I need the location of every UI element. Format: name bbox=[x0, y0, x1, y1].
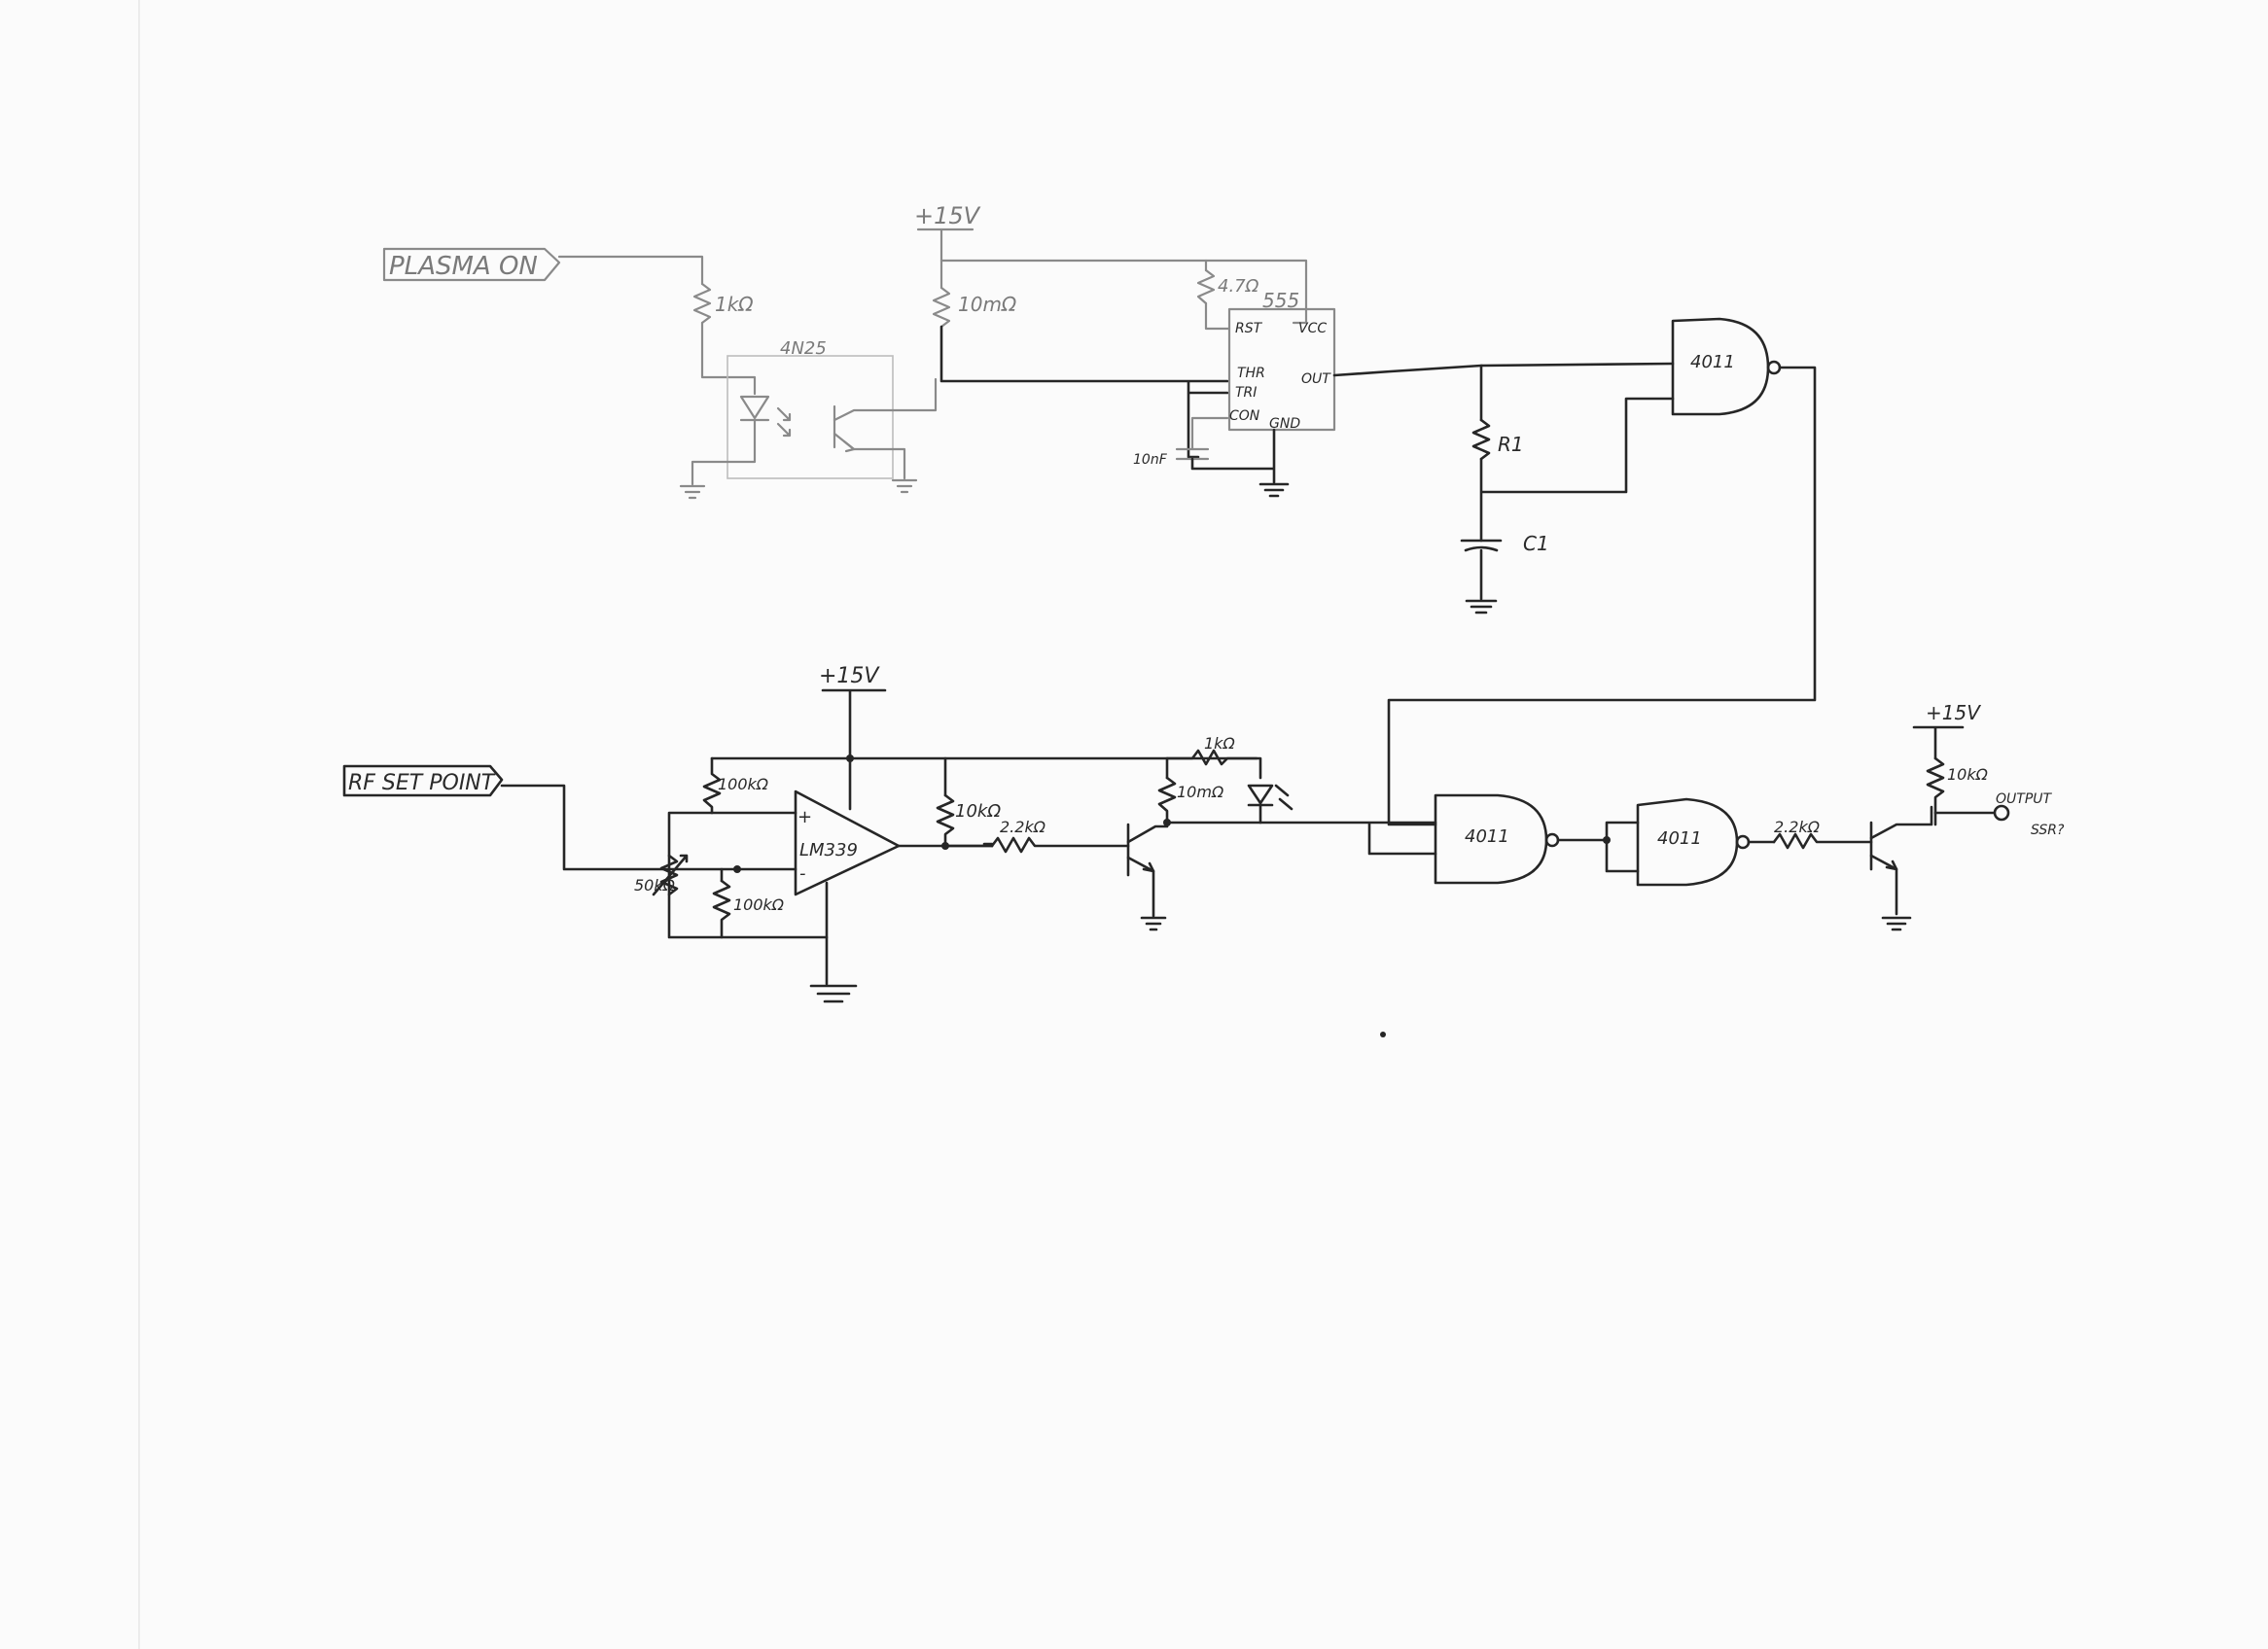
resistor-100k-top: 100kΩ bbox=[702, 756, 769, 815]
nand-gate-4011-right: 4011 bbox=[1636, 797, 1751, 887]
timer-output-wire bbox=[1332, 362, 1675, 377]
pin-out-label: OUT bbox=[1301, 371, 1331, 387]
ground-transistor-output bbox=[1881, 916, 1912, 931]
resistor-4-7-label: 4.7Ω bbox=[1218, 276, 1259, 297]
led-indicator bbox=[1247, 784, 1293, 824]
rf-set-point-label: RF SET POINT bbox=[348, 771, 496, 795]
ground-c1 bbox=[1465, 599, 1498, 614]
top-rail-wire bbox=[939, 259, 1308, 325]
stray-pen-mark bbox=[1380, 1032, 1386, 1037]
comparator-minus-label: - bbox=[799, 863, 806, 884]
pin-con-label: CON bbox=[1229, 408, 1260, 424]
junction-dot-rail bbox=[846, 754, 854, 762]
nand-gate-4011-middle: 4011 bbox=[1434, 793, 1560, 885]
power-15v-top: +15V bbox=[914, 202, 981, 263]
ic-555-label: 555 bbox=[1262, 289, 1299, 312]
resistor-100k-bottom: 100kΩ bbox=[712, 879, 785, 939]
resistor-2-2k-b-label: 2.2kΩ bbox=[1774, 818, 1821, 836]
pin-thr-label: THR bbox=[1237, 366, 1265, 381]
resistor-2-2k-a-label: 2.2kΩ bbox=[1000, 818, 1046, 836]
pin-vcc-label: VCC bbox=[1298, 321, 1327, 336]
resistor-10k-mid: 10kΩ bbox=[936, 793, 1001, 848]
rst-wire bbox=[1204, 301, 1231, 331]
resistor-10k-output: 10kΩ bbox=[1926, 756, 1989, 826]
resistor-r1: R1 bbox=[1471, 418, 1524, 461]
junction-dot-nand2 bbox=[1603, 836, 1611, 844]
ground-opto-led bbox=[679, 484, 706, 500]
resistor-10k-output-label: 10kΩ bbox=[1947, 765, 1989, 784]
pin-tri-label: TRI bbox=[1235, 385, 1257, 401]
comparator-label: LM339 bbox=[799, 840, 858, 860]
r1-c1-wire bbox=[1479, 397, 1675, 543]
capacitor-10nf-label: 10nF bbox=[1133, 452, 1168, 468]
potentiometer-50k-label: 50kΩ bbox=[634, 876, 676, 895]
comparator-plus-label: + bbox=[797, 807, 812, 827]
power-15v-output-label: +15V bbox=[1926, 701, 1981, 724]
feedback-wire bbox=[1387, 366, 1817, 826]
optocoupler-label: 4N25 bbox=[780, 338, 827, 359]
power-15v-top-label: +15V bbox=[914, 202, 981, 229]
resistor-10k-mid-label: 10kΩ bbox=[955, 801, 1001, 822]
power-15v-output: +15V bbox=[1912, 701, 1981, 760]
resistor-100k-top-label: 100kΩ bbox=[718, 775, 769, 793]
cap-ground-wire bbox=[1190, 428, 1276, 484]
capacitor-c1: C1 bbox=[1460, 532, 1549, 555]
nand2-output-wire bbox=[1556, 821, 1640, 873]
resistor-r1-label: R1 bbox=[1498, 433, 1524, 456]
ground-opto-transistor bbox=[891, 478, 918, 494]
ground-comparator bbox=[809, 984, 858, 1003]
npn-transistor-mid bbox=[1126, 821, 1169, 918]
rf-set-point-input-flag: RF SET POINT bbox=[342, 764, 504, 797]
npn-transistor-output bbox=[1869, 805, 1933, 916]
plasma-on-label: PLASMA ON bbox=[389, 252, 538, 281]
nand-gate-top-label: 4011 bbox=[1690, 352, 1735, 372]
optocoupler-4n25: 4N25 bbox=[691, 338, 938, 486]
resistor-1k-led-label: 1kΩ bbox=[1204, 734, 1235, 753]
resistor-4-7: 4.7Ω bbox=[1196, 268, 1259, 305]
resistor-2-2k-a: 2.2kΩ bbox=[990, 818, 1130, 854]
pin-gnd-label: GND bbox=[1269, 416, 1300, 432]
resistor-1k-led: 1kΩ bbox=[1165, 734, 1262, 780]
plasma-wire bbox=[557, 255, 704, 286]
resistor-10m-top-label: 10mΩ bbox=[958, 293, 1017, 316]
resistor-10m-mid: 10mΩ bbox=[1157, 776, 1224, 824]
junction-dot-pot bbox=[733, 865, 741, 873]
con-cap-wire bbox=[1190, 416, 1229, 451]
ssr-label: SSR? bbox=[2031, 823, 2065, 838]
ground-555 bbox=[1258, 482, 1290, 498]
power-15v-comparator-label: +15V bbox=[819, 664, 880, 688]
rf-input-wire bbox=[500, 784, 797, 871]
ground-transistor-mid bbox=[1140, 916, 1167, 931]
collector-trigger-wire bbox=[939, 325, 1229, 459]
nand-gate-right-label: 4011 bbox=[1657, 828, 1702, 849]
plasma-on-input-flag: PLASMA ON bbox=[382, 247, 561, 282]
resistor-1k-label: 1kΩ bbox=[715, 293, 754, 316]
resistor-10m-top: 10mΩ bbox=[932, 286, 1017, 329]
resistor-1k: 1kΩ bbox=[692, 282, 754, 325]
opto-anode-wire bbox=[700, 321, 757, 396]
resistor-10m-mid-label: 10mΩ bbox=[1177, 783, 1224, 801]
capacitor-10nf: 10nF bbox=[1133, 447, 1210, 468]
pin-rst-label: RST bbox=[1235, 321, 1263, 336]
potentiometer-50k: 50kΩ bbox=[634, 854, 689, 896]
collector-output-wire bbox=[1165, 821, 1437, 856]
resistor-2-2k-b: 2.2kΩ bbox=[1772, 818, 1873, 850]
comparator-lm339: + - LM339 bbox=[794, 789, 901, 896]
resistor-100k-bottom-label: 100kΩ bbox=[733, 895, 785, 914]
power-15v-comparator: +15V bbox=[819, 664, 887, 762]
capacitor-c1-label: C1 bbox=[1523, 532, 1549, 555]
output-terminal bbox=[1993, 804, 2010, 822]
ic-555-timer: 555 RST VCC THR TRI OUT CON GND bbox=[1227, 289, 1336, 432]
nand-gate-middle-label: 4011 bbox=[1465, 826, 1509, 847]
nand-gate-4011-top: 4011 bbox=[1671, 317, 1782, 416]
output-label: OUTPUT bbox=[1996, 791, 2053, 807]
